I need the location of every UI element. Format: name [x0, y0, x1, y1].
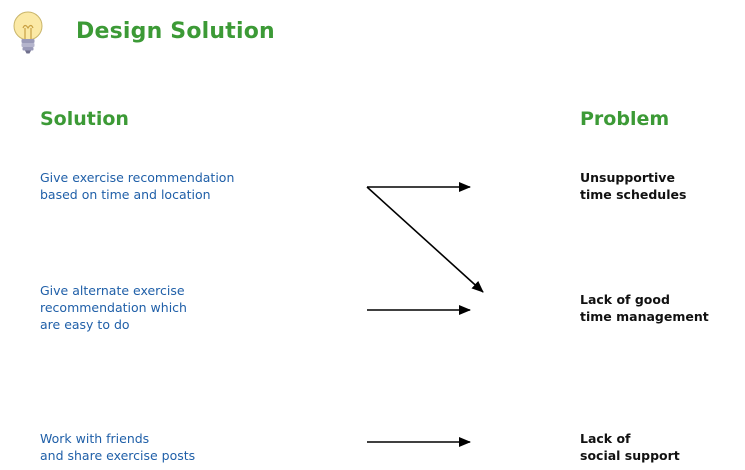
problem-column-heading: Problem [580, 108, 670, 130]
solution-item-easy-exercise: Give alternate exercise recommendation w… [40, 283, 187, 332]
problem-item-schedules: Unsupportive time schedules [580, 170, 687, 202]
arrow-solution1-to-problem2 [366, 186, 484, 293]
lightbulb-icon [13, 11, 43, 54]
problem-item-time-management: Lack of good time management [580, 292, 709, 324]
problem-item-social-support: Lack of social support [580, 431, 680, 463]
solution-column-heading: Solution [40, 108, 129, 130]
page-title: Design Solution [76, 19, 275, 44]
solution-item-friends-share: Work with friends and share exercise pos… [40, 431, 196, 463]
solution-item-time-location: Give exercise recommendation based on ti… [40, 170, 235, 202]
